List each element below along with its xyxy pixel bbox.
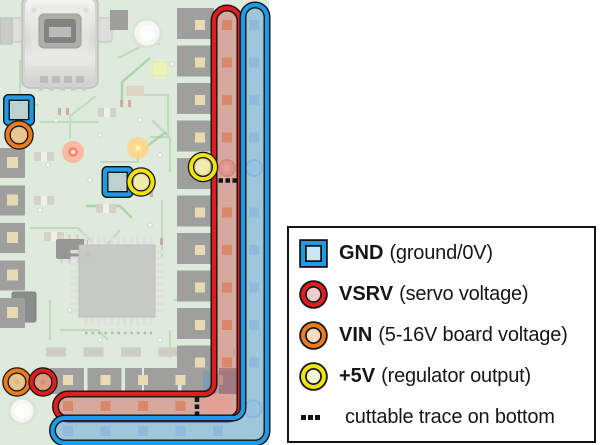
vin-pad-highlight-upper-left bbox=[4, 120, 34, 150]
p5v-pad-highlight-right bbox=[187, 151, 219, 183]
p5v-pad-highlight-center bbox=[126, 167, 156, 197]
cuttable-trace-dots-icon bbox=[301, 405, 320, 430]
vias bbox=[37, 61, 175, 343]
rail-pads bbox=[63, 20, 263, 436]
red-led bbox=[62, 141, 84, 163]
legend-row-vin: VIN (5-16V board voltage) bbox=[289, 315, 594, 356]
gnd-pad-highlight-upper-left bbox=[3, 94, 35, 126]
p5v-circle-icon bbox=[301, 364, 326, 389]
legend-label: VSRV bbox=[339, 283, 394, 305]
legend-row-gnd: GND (ground/0V) bbox=[289, 233, 594, 274]
legend-row-p5v: +5V (regulator output) bbox=[289, 356, 594, 397]
pin-headers bbox=[0, 8, 238, 394]
legend-box: GND (ground/0V) VSRV (servo voltage) VIN… bbox=[287, 226, 596, 443]
vin-circle-icon bbox=[301, 323, 326, 348]
gnd-rail-highlight bbox=[49, 1, 271, 445]
usb-connector bbox=[5, 0, 113, 91]
mounting-holes bbox=[7, 17, 163, 426]
legend-description: (regulator output) bbox=[381, 365, 531, 387]
legend-description: (ground/0V) bbox=[389, 242, 493, 264]
legend-label: +5V bbox=[339, 365, 376, 387]
legend-label: GND bbox=[339, 242, 384, 264]
legend-row-cuttable-trace: cuttable trace on bottom bbox=[289, 397, 594, 438]
servo-controller-board-photo bbox=[0, 0, 271, 445]
legend-label: VIN bbox=[339, 324, 373, 346]
legend-description: (servo voltage) bbox=[399, 283, 529, 305]
mcu-chip bbox=[70, 236, 164, 335]
annotated-pads bbox=[8, 102, 212, 391]
vsrv-pad-highlight-bottom-left bbox=[28, 367, 58, 397]
vsrv-circle-icon bbox=[301, 282, 326, 307]
legend-row-vsrv: VSRV (servo voltage) bbox=[289, 274, 594, 315]
gnd-square-icon bbox=[301, 241, 326, 266]
legend-description: (5-16V board voltage) bbox=[378, 324, 568, 346]
vin-pad-highlight-bottom-left bbox=[2, 367, 32, 397]
amber-led bbox=[127, 137, 149, 159]
legend-description: cuttable trace on bottom bbox=[345, 406, 555, 428]
status-leds bbox=[62, 59, 170, 163]
